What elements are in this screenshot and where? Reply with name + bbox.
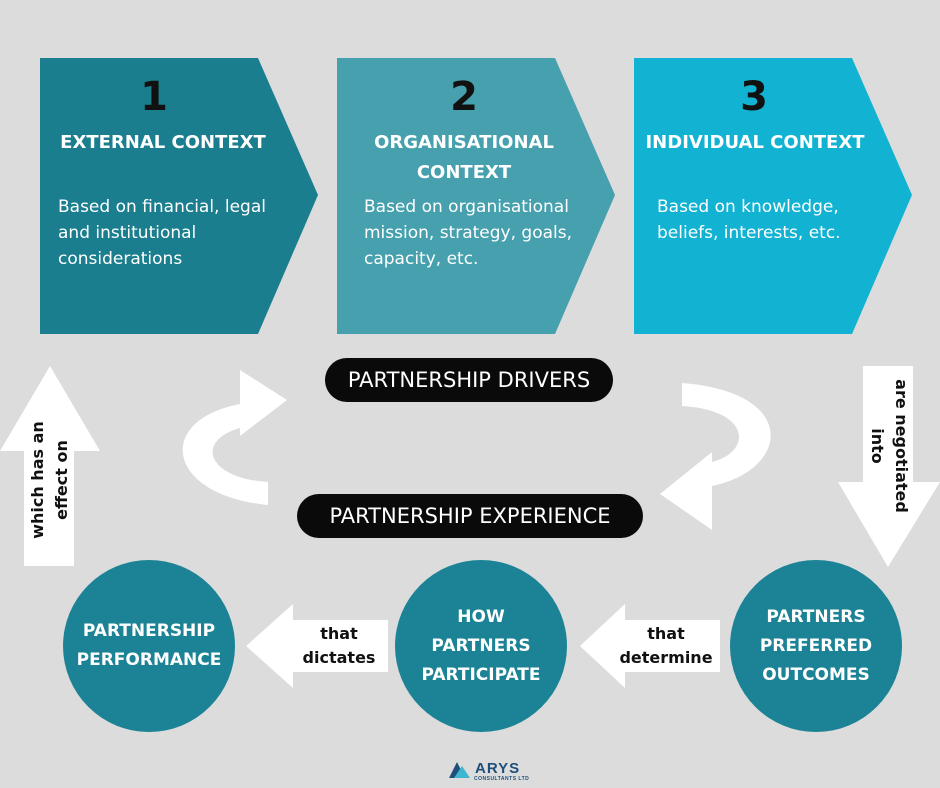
partnership-experience-label: PARTNERSHIP EXPERIENCE bbox=[297, 494, 643, 538]
circle-partners-preferred-outcomes: PARTNERS PREFERRED OUTCOMES bbox=[730, 560, 902, 732]
left-arrow-dictates bbox=[246, 604, 388, 688]
logo-name: ARYS bbox=[475, 760, 521, 777]
context-number-3: 3 bbox=[740, 74, 768, 120]
negotiated-label: are negotiated into bbox=[868, 379, 911, 513]
mountain-icon bbox=[449, 762, 470, 778]
context-desc-3: Based on knowledge, beliefs, interests, … bbox=[657, 197, 841, 243]
context-number-2: 2 bbox=[450, 74, 478, 120]
context-title-3: INDIVIDUAL CONTEXT bbox=[645, 132, 865, 153]
circle-partnership-performance: PARTNERSHIP PERFORMANCE bbox=[63, 560, 235, 732]
context-title-1: EXTERNAL CONTEXT bbox=[60, 132, 266, 153]
left-arrow-determine bbox=[580, 604, 720, 688]
logo-subtitle: CONSULTANTS LTD bbox=[474, 776, 530, 782]
chevron-individual-context bbox=[634, 58, 912, 334]
context-desc-1: Based on financial, legal and institutio… bbox=[58, 197, 266, 269]
effect-label: which has an effect on bbox=[28, 421, 71, 539]
circle-how-partners-participate: HOW PARTNERS PARTICIPATE bbox=[395, 560, 567, 732]
cycle-arrow-right bbox=[660, 383, 771, 530]
context-number-1: 1 bbox=[140, 74, 168, 120]
dictates-label: that dictates bbox=[302, 624, 376, 667]
context-title-2: ORGANISATIONAL CONTEXT bbox=[374, 132, 554, 183]
cycle-arrow-left bbox=[182, 370, 287, 505]
partnership-drivers-label: PARTNERSHIP DRIVERS bbox=[325, 358, 613, 402]
chevron-organisational-context bbox=[337, 58, 615, 334]
chevron-external-context bbox=[40, 58, 318, 334]
circle-participate-label: HOW PARTNERS PARTICIPATE bbox=[421, 606, 541, 685]
down-arrow bbox=[838, 366, 940, 567]
up-arrow bbox=[0, 366, 100, 566]
determine-label: that determine bbox=[619, 624, 713, 667]
circle-outcomes-label: PARTNERS PREFERRED OUTCOMES bbox=[759, 606, 873, 685]
context-desc-2: Based on organisational mission, strateg… bbox=[364, 197, 573, 269]
circle-performance-label: PARTNERSHIP PERFORMANCE bbox=[76, 621, 222, 670]
